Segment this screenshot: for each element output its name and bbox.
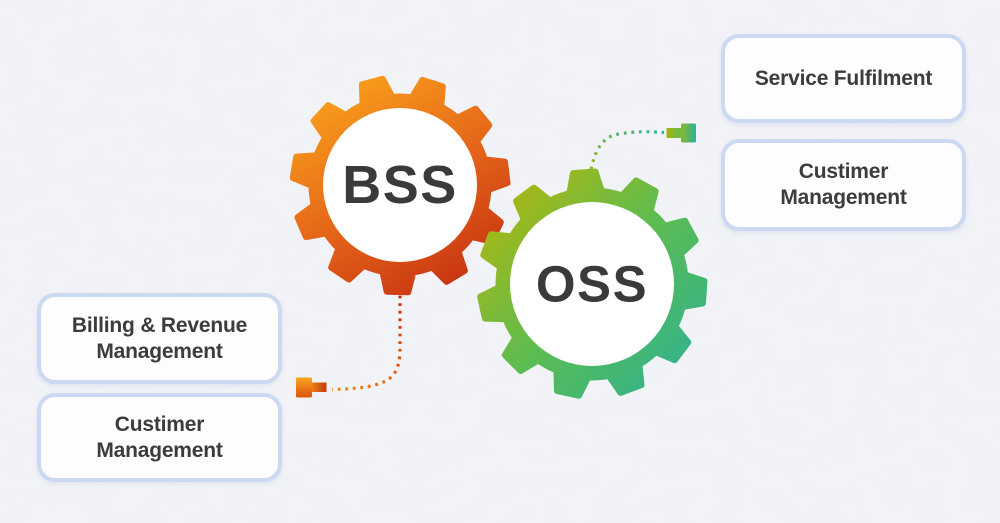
label-box-customer-management-bss: Custimer Management <box>37 393 282 482</box>
bss-gear-hub <box>323 108 477 262</box>
bss-gear-label: BSS <box>342 155 458 215</box>
service-fulfilment-label: Service Fulfilment <box>754 66 933 90</box>
customer-management-oss-label: Custimer Management <box>780 160 907 209</box>
label-box-billing-revenue-management: Billing & Revenue Management <box>37 293 282 384</box>
billing-revenue-label: Billing & Revenue Management <box>71 313 248 363</box>
bss-gear: BSS <box>289 75 511 296</box>
oss-gear-hub <box>510 202 674 366</box>
orange-dotted-connector <box>331 288 402 392</box>
green-plug-marker <box>666 123 696 143</box>
oss-gear: OSS <box>477 168 708 399</box>
orange-plug-marker <box>296 377 327 398</box>
label-box-service-fulfilment: Service Fulfilment <box>721 34 966 123</box>
label-box-customer-management-oss: Custimer Management <box>721 139 966 231</box>
customer-management-bss-label: Custimer Management <box>96 412 223 462</box>
oss-gear-label: OSS <box>536 256 648 313</box>
